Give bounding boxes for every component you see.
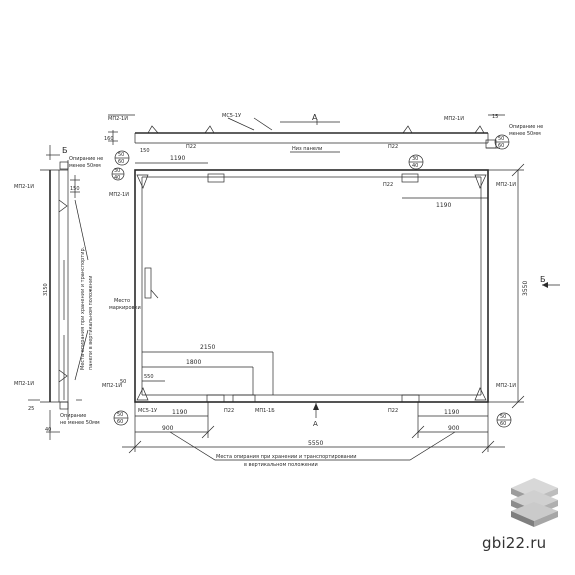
left-edge-view <box>28 145 89 440</box>
d1190-top: 1190 <box>170 155 185 162</box>
panel-outline <box>134 169 489 403</box>
d550: 550 <box>144 374 154 380</box>
top-edge-view <box>108 114 505 153</box>
low-plates: Низ панели <box>292 146 322 152</box>
circle-top-right-1: 30 <box>114 168 120 174</box>
d1190-bl: 1190 <box>172 409 187 416</box>
d1190-br: 1190 <box>444 409 459 416</box>
mp-bottom-right: МП2-1И <box>496 383 516 389</box>
d5550: 5550 <box>308 440 323 447</box>
mp-inner-right: МП2-1И <box>496 182 516 188</box>
support-left-top-1: Опирание не <box>69 156 103 162</box>
p-top-left: П22 <box>186 144 196 150</box>
circle-tl-2: 60 <box>118 159 124 165</box>
mp-top-left: МП2-1И <box>108 116 128 122</box>
d900-left: 900 <box>162 425 174 432</box>
d150-top: 150 <box>140 148 150 154</box>
ms-bottom-left: МС5-1У <box>138 408 157 414</box>
d1190-right: 1190 <box>436 202 451 209</box>
support-left-top-2: менее 50мм <box>69 163 101 169</box>
d150-left: 150 <box>70 186 80 192</box>
d150-right: 15 <box>492 114 498 120</box>
circle-br-1: 50 <box>500 414 506 420</box>
circle-top-inner-2: 40 <box>412 163 418 169</box>
dimension-lines <box>122 162 560 461</box>
mp-top-right: МП2-1И <box>444 116 464 122</box>
brand-cube-icon <box>511 478 558 527</box>
d50: 50 <box>120 379 126 385</box>
section-a-top: А <box>312 113 318 122</box>
support-top-right-2: менее 50мм <box>509 131 541 137</box>
p-bottom-left: П22 <box>224 408 234 414</box>
d3550: 3550 <box>522 281 529 296</box>
section-b-left: Б <box>62 146 68 155</box>
circle-top-right-2: 40 <box>114 175 120 181</box>
support-left-bottom-2: не менее 50мм <box>60 420 100 426</box>
d25: 25 <box>28 406 34 412</box>
mp-inner-left: МП2-1И <box>109 192 129 198</box>
support-top-right-1: Опирание не <box>509 124 543 130</box>
mp-bottom-left: МП2-1И <box>102 383 122 389</box>
d1800: 1800 <box>186 359 201 366</box>
section-b-right: Б <box>540 275 546 284</box>
section-a-bottom: А <box>313 420 318 428</box>
circle-tl-1: 50 <box>118 152 124 158</box>
circle-br-2: 60 <box>500 421 506 427</box>
circle-tr-1: 50 <box>498 136 504 142</box>
d3150-left: 3150 <box>43 283 49 296</box>
left-note-2: панели в вертикальном положении <box>88 276 94 370</box>
d2150: 2150 <box>200 344 215 351</box>
mp-left-top: МП2-1И <box>14 184 34 190</box>
ms-bottom-mid: МП1-1Б <box>255 408 275 414</box>
support-left-bottom-1: Опирание <box>60 413 86 419</box>
places-note-1: Места опирания при хранении и транспорти… <box>216 454 357 460</box>
p-top-right: П22 <box>388 144 398 150</box>
circle-top-inner-1: 30 <box>412 156 418 162</box>
d160: 160 <box>104 136 114 142</box>
site-brand-text[interactable]: gbi22.ru <box>482 534 547 552</box>
p-inner-left: П22 <box>383 182 393 188</box>
places-note-2: в вертикальном положении <box>244 462 318 468</box>
p-bottom-right: П22 <box>388 408 398 414</box>
circle-bl-2: 60 <box>117 419 123 425</box>
left-note-1: Места опирания при хранении и транспорти… <box>80 246 86 370</box>
circle-tr-2: 60 <box>498 143 504 149</box>
mp-left-bottom: МП2-1И <box>14 381 34 387</box>
mount-note-1: Место <box>114 298 130 304</box>
circle-bl-1: 50 <box>117 412 123 418</box>
mount-note-2: маркировки <box>109 305 141 311</box>
callout-circles <box>111 134 512 428</box>
ms-top: МС5-1У <box>222 113 241 119</box>
d40: 40 <box>45 427 51 433</box>
d900-right: 900 <box>448 425 460 432</box>
